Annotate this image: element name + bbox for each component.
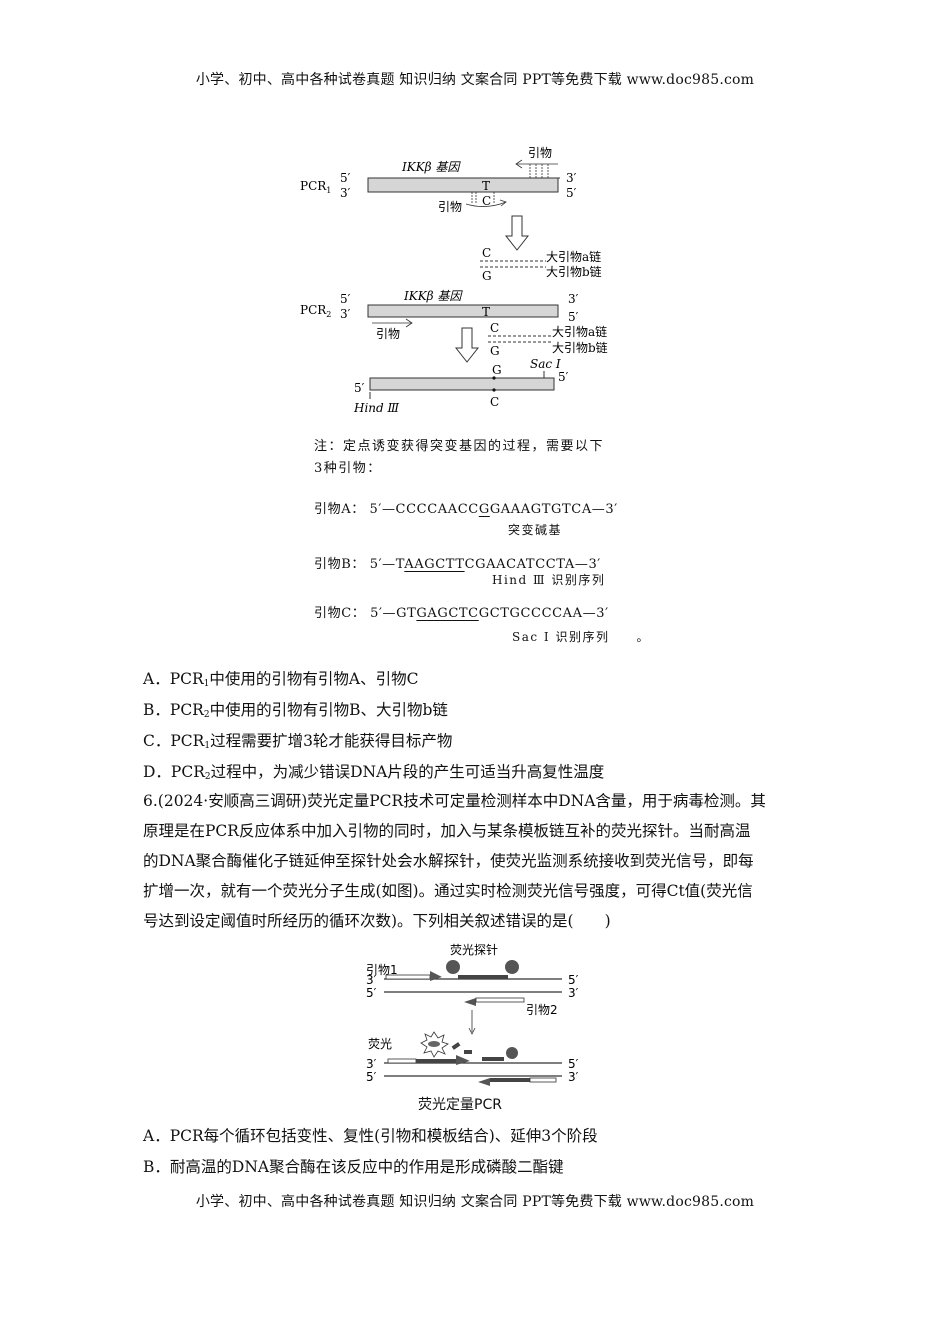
primer-c: 引物C： 5′—GTGAGCTCGCTGCCCCAA—3′ xyxy=(314,606,609,621)
q5-option-a: A．PCR1中使用的引物有引物A、引物C xyxy=(143,670,419,689)
down-arrow-icon xyxy=(504,215,530,251)
down-arrow-icon xyxy=(454,327,480,363)
svg-text:大引物a链: 大引物a链 xyxy=(546,249,601,264)
svg-text:G: G xyxy=(482,269,492,283)
svg-text:3′: 3′ xyxy=(568,1070,579,1084)
svg-text:大引物a链: 大引物a链 xyxy=(552,324,607,339)
svg-text:G: G xyxy=(490,344,500,358)
qpcr-probe-diagram: 荧光探针 引物1 3′ 5′ 5′ 3′ 引物2 荧光 3′ 5′ 5′ 3′ xyxy=(366,942,579,1086)
q6-option-a: A．PCR每个循环包括变性、复性(引物和模板结合)、延伸3个阶段 xyxy=(143,1127,598,1145)
primer2-arrow xyxy=(464,998,476,1006)
note-line-1: 注：定点诱变获得突变基因的过程，需要以下 xyxy=(314,439,605,454)
q6-option-b: B．耐高温的DNA聚合酶在该反应中的作用是形成磷酸二酯键 xyxy=(143,1158,564,1176)
pcr1-dna-strand xyxy=(367,177,559,193)
gene-label: IKKβ 基因 xyxy=(401,160,461,174)
svg-text:Hind Ⅲ: Hind Ⅲ xyxy=(353,401,400,415)
svg-text:荧光: 荧光 xyxy=(368,1037,392,1051)
svg-text:5′: 5′ xyxy=(566,186,577,200)
svg-text:5′: 5′ xyxy=(366,1070,377,1084)
svg-text:C: C xyxy=(490,321,499,335)
q6-stem: 6.(2024·安顺高三调研)荧光定量PCR技术可定量检测样本中DNA含量，用于… xyxy=(143,792,766,930)
svg-text:G: G xyxy=(492,363,502,377)
pcr2-label: PCR2 xyxy=(300,303,331,319)
svg-text:IKKβ 基因: IKKβ 基因 xyxy=(403,289,463,303)
primer-b-annotation: Hind Ⅲ 识别序列 xyxy=(492,573,606,587)
svg-text:大引物b链: 大引物b链 xyxy=(546,264,602,279)
svg-text:引物2: 引物2 xyxy=(526,1003,558,1017)
q5-option-c: C．PCR1过程需要扩增3轮才能获得目标产物 xyxy=(143,732,453,751)
svg-text:3′: 3′ xyxy=(340,307,351,321)
primer-b: 引物B： 5′—TAAGCTTCGAACATCCTA—3′ xyxy=(314,557,601,572)
svg-text:引物1: 引物1 xyxy=(366,963,398,977)
svg-text:3′: 3′ xyxy=(566,171,577,185)
svg-text:5′: 5′ xyxy=(340,292,351,306)
svg-text:T: T xyxy=(482,305,490,319)
primer-c-annotation: Sac Ⅰ 识别序列 。 xyxy=(512,630,650,644)
quencher-icon xyxy=(506,1047,518,1059)
svg-text:5′: 5′ xyxy=(568,1057,579,1071)
svg-text:5′: 5′ xyxy=(366,986,377,1000)
svg-text:3′: 3′ xyxy=(366,973,377,987)
page-header: 小学、初中、高中各种试卷真题 知识归纳 文案合同 PPT等免费下载 www.do… xyxy=(195,72,755,88)
svg-text:引物: 引物 xyxy=(528,146,552,160)
primer-a: 引物A： 5′—CCCCAACCGGAAAGTGTCA—3′ xyxy=(314,502,618,517)
svg-text:5′: 5′ xyxy=(568,310,579,324)
note-line-2: 3种引物： xyxy=(314,461,382,476)
pcr1-label: PCR1 xyxy=(300,179,331,195)
fluorophore-icon xyxy=(446,960,460,974)
primer-pcr2-arrow xyxy=(372,318,413,328)
svg-text:C: C xyxy=(482,194,491,208)
svg-text:引物: 引物 xyxy=(376,327,400,341)
pcr-mutagenesis-diagram: PCR1 5′ 3′ 3′ 5′ IKKβ 基因 引物 T C 引物 C 大引物… xyxy=(300,146,608,415)
svg-text:5′: 5′ xyxy=(340,171,351,185)
pcr2-dna-strand xyxy=(367,304,559,318)
svg-text:5′: 5′ xyxy=(558,370,569,384)
svg-text:3′: 3′ xyxy=(340,186,351,200)
cleaved-probe xyxy=(482,1057,504,1061)
q5-option-d: D．PCR2过程中，为减少错误DNA片段的产生可适当升高复性温度 xyxy=(143,763,605,782)
figure2-caption: 荧光定量PCR xyxy=(418,1097,502,1113)
svg-text:Sac Ⅰ: Sac Ⅰ xyxy=(530,357,561,371)
product-dna-strand xyxy=(369,377,555,391)
probe-strand xyxy=(458,975,508,979)
svg-text:5′: 5′ xyxy=(354,381,365,395)
primer-top-arrow xyxy=(515,159,558,178)
svg-text:大引物b链: 大引物b链 xyxy=(552,340,608,355)
primer-bottom-arrow xyxy=(465,192,507,207)
svg-text:C: C xyxy=(490,395,499,409)
quencher-icon xyxy=(505,960,519,974)
page-footer: 小学、初中、高中各种试卷真题 知识归纳 文案合同 PPT等免费下载 www.do… xyxy=(195,1194,755,1210)
svg-text:3′: 3′ xyxy=(568,292,579,306)
svg-text:T: T xyxy=(482,179,490,193)
primer1-arrow xyxy=(385,974,431,980)
svg-text:引物: 引物 xyxy=(438,200,462,214)
svg-text:5′: 5′ xyxy=(568,973,579,987)
svg-text:3′: 3′ xyxy=(568,986,579,1000)
svg-text:C: C xyxy=(482,246,491,260)
svg-text:3′: 3′ xyxy=(366,1057,377,1071)
q5-option-b: B．PCR2中使用的引物有引物B、大引物b链 xyxy=(143,701,448,720)
svg-text:荧光探针: 荧光探针 xyxy=(450,942,498,957)
primer-a-annotation: 突变碱基 xyxy=(508,523,563,537)
